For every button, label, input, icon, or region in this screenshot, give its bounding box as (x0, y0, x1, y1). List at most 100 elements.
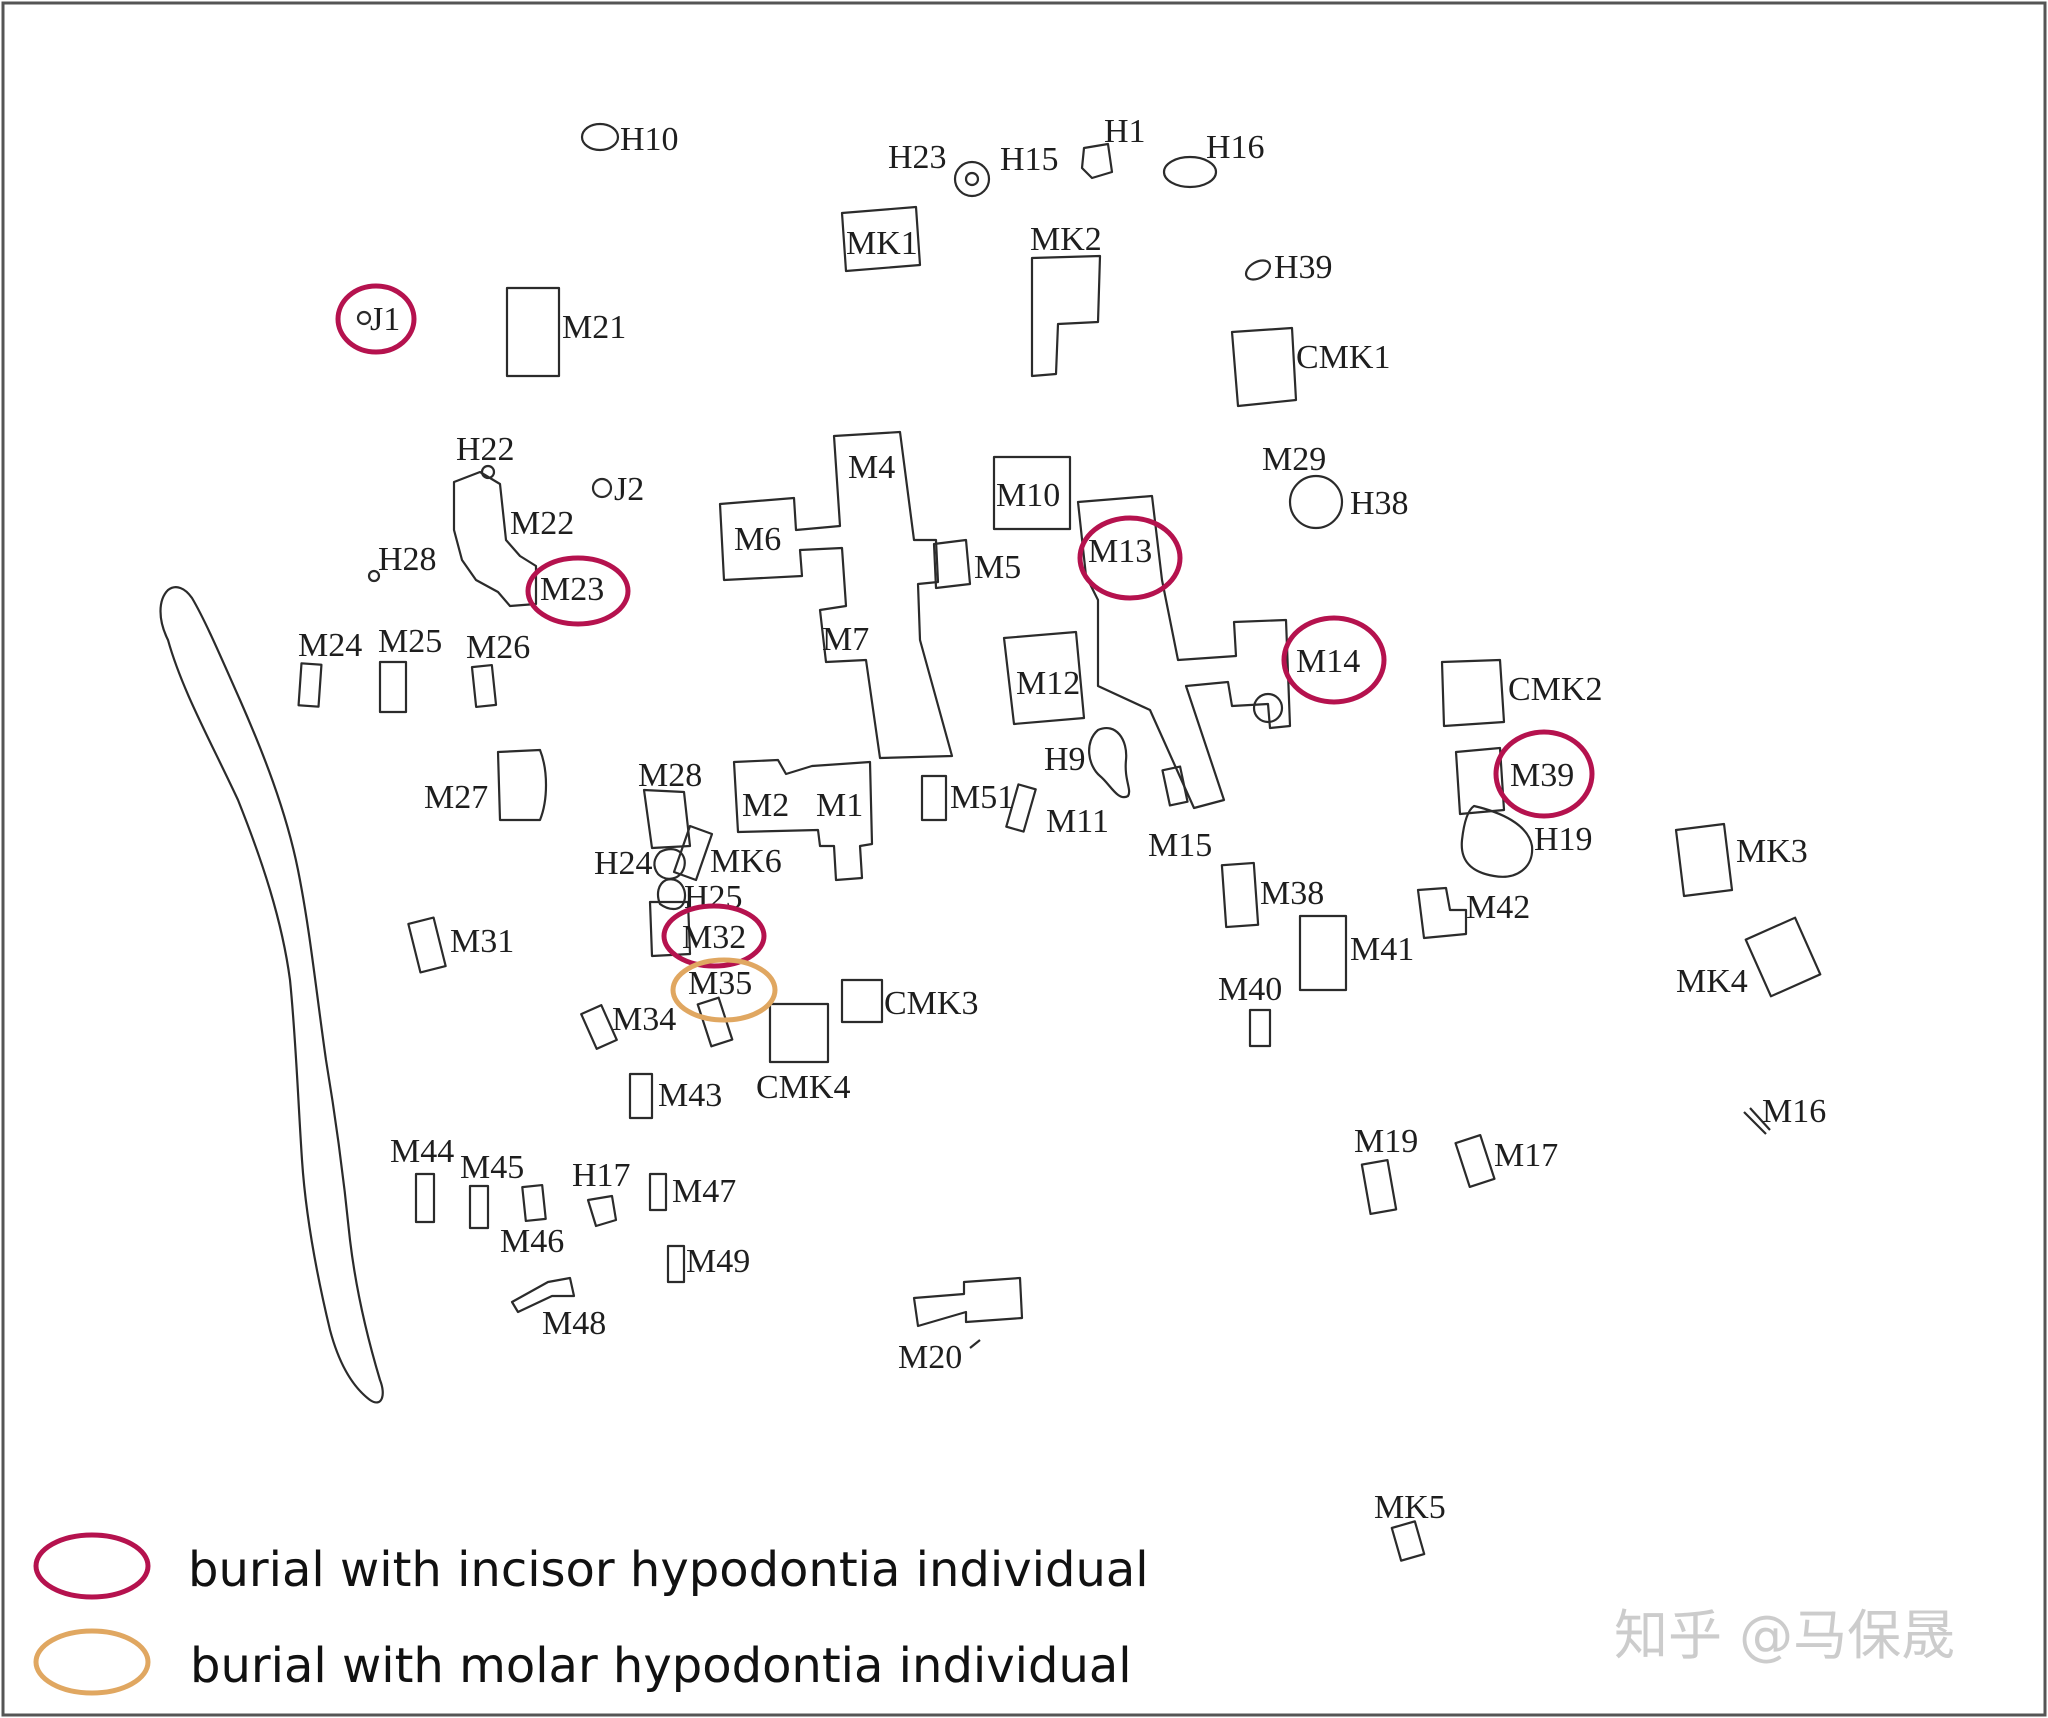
H9-outline (1088, 727, 1131, 799)
CMK3-outline (840, 978, 884, 1024)
feature-outlines (159, 122, 1822, 1562)
label-M19: M19 (1354, 1123, 1418, 1160)
MK3-outline (1674, 822, 1734, 898)
legend: burial with incisor hypodontia individua… (33, 1532, 1149, 1696)
M43-outline (628, 1072, 654, 1120)
label-MK2: MK2 (1030, 221, 1102, 258)
label-M47: M47 (672, 1173, 736, 1210)
MK4-outline (1744, 916, 1822, 998)
H10-outline (580, 122, 620, 152)
label-M1: M1 (816, 787, 863, 824)
M27-outline (496, 748, 548, 822)
H23-inner (964, 171, 980, 187)
CMK4-outline (768, 1002, 830, 1064)
ring-M32 (661, 903, 767, 969)
label-M49: M49 (686, 1243, 750, 1280)
M47-outline (648, 1172, 668, 1212)
legend-swatch-incisor (33, 1532, 151, 1600)
H16-outline (1162, 155, 1218, 189)
label-M48: M48 (542, 1305, 606, 1342)
label-H17: H17 (572, 1157, 631, 1194)
M51-outline (920, 774, 948, 822)
M42-outline (1416, 886, 1468, 940)
M24-outline (297, 662, 323, 708)
M13-14-outline (1076, 494, 1292, 810)
label-M13: M13 (1088, 533, 1152, 570)
label-M11: M11 (1046, 803, 1109, 840)
label-M39: M39 (1510, 757, 1574, 794)
H1-outline (1080, 142, 1114, 180)
label-M14: M14 (1296, 643, 1360, 680)
label-M4: M4 (848, 449, 895, 486)
J1-outline (356, 310, 372, 326)
M45-outline (468, 1184, 490, 1230)
label-M20: M20 (898, 1339, 962, 1376)
label-M51: M51 (950, 779, 1014, 816)
label-H1: H1 (1104, 113, 1146, 150)
J2-outline (591, 477, 613, 499)
label-H19: H19 (1534, 821, 1593, 858)
label-M28: M28 (638, 757, 702, 794)
M20-tick (969, 1339, 981, 1349)
CMK1-outline (1230, 326, 1298, 408)
M40-outline (1248, 1008, 1272, 1048)
ring-M13 (1077, 515, 1183, 601)
label-M41: M41 (1350, 931, 1414, 968)
label-H10: H10 (620, 121, 679, 158)
highlight-rings (335, 283, 1595, 1023)
M26-outline (470, 663, 498, 709)
label-M22: M22 (510, 505, 574, 542)
label-H24: H24 (594, 845, 653, 882)
M16-outline-b (1749, 1107, 1771, 1131)
label-CMK1: CMK1 (1296, 339, 1390, 376)
H17-outline (586, 1194, 618, 1228)
legend-label-incisor: burial with incisor hypodontia individua… (188, 1542, 1149, 1598)
M4-outline (718, 430, 954, 760)
H39-outline (1244, 259, 1272, 281)
MK1-outline (840, 205, 922, 273)
label-H39: H39 (1274, 249, 1333, 286)
label-M38: M38 (1260, 875, 1324, 912)
M16-outline (1743, 1111, 1767, 1135)
label-M35: M35 (688, 965, 752, 1002)
MK5-outline (1390, 1520, 1426, 1562)
label-M29: M29 (1262, 441, 1326, 478)
label-CMK2: CMK2 (1508, 671, 1602, 708)
ring-J1 (335, 283, 417, 355)
legend-swatch-molar (33, 1628, 151, 1696)
label-M26: M26 (466, 629, 530, 666)
H23-outline (953, 160, 991, 198)
watermark-text: 知乎 @马保晟 (1614, 1604, 1955, 1667)
M17-outline (1454, 1134, 1496, 1188)
H28-outline (367, 569, 381, 583)
label-M16: M16 (1762, 1093, 1826, 1130)
label-M42: M42 (1466, 889, 1530, 926)
label-J1: J1 (370, 301, 400, 338)
label-M7: M7 (822, 621, 869, 658)
M25-outline (378, 660, 408, 714)
legend-label-molar: burial with molar hypodontia individual (190, 1638, 1132, 1694)
M41-outline (1298, 914, 1348, 992)
label-M32: M32 (682, 919, 746, 956)
label-M23: M23 (540, 571, 604, 608)
M39-outline (1454, 746, 1506, 816)
label-M24: M24 (298, 627, 362, 664)
label-M27: M27 (424, 779, 488, 816)
label-H38: H38 (1350, 485, 1409, 522)
CMK2-outline (1440, 658, 1506, 728)
M22-outline (452, 470, 538, 608)
ring-M14 (1281, 615, 1387, 705)
label-H23: H23 (888, 139, 947, 176)
label-MK6: MK6 (710, 843, 782, 880)
label-M12: M12 (1016, 665, 1080, 702)
label-M10: M10 (996, 477, 1060, 514)
M28-outline (642, 788, 692, 850)
M5-outline (932, 538, 972, 590)
label-M2: M2 (742, 787, 789, 824)
label-M46: M46 (500, 1223, 564, 1260)
M34-outline (580, 1004, 618, 1050)
M21-outline (505, 286, 561, 378)
